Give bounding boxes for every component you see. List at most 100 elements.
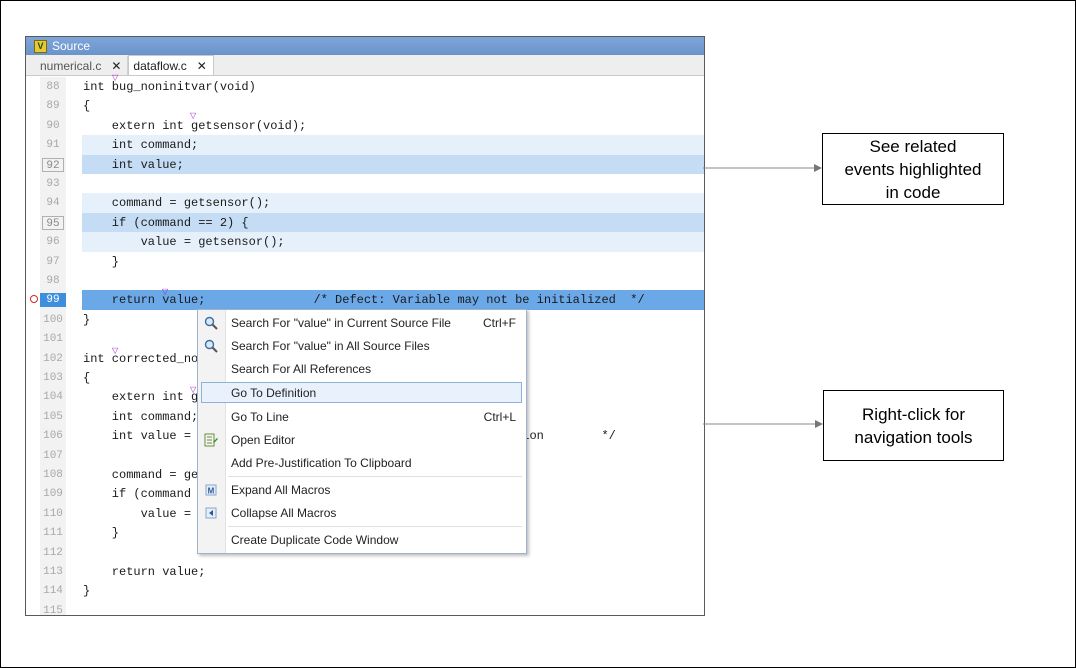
code-line[interactable]: 107	[26, 446, 704, 465]
line-number[interactable]: 94	[46, 197, 60, 210]
code-line[interactable]: 101	[26, 329, 704, 348]
code-line[interactable]: 93	[26, 174, 704, 193]
code-text[interactable]: int bug_noninitvar(void)	[83, 80, 256, 94]
code-text[interactable]: if (command	[83, 487, 192, 502]
code-line[interactable]: 95 if (command == 2) {	[26, 212, 704, 233]
code-text[interactable]: if (command == 2) {	[83, 215, 249, 230]
line-number[interactable]: 114	[43, 585, 63, 598]
line-number[interactable]: 96	[46, 236, 60, 249]
menu-item-search-all-references[interactable]: Search For All References	[198, 358, 526, 380]
callout-text-line: See related	[869, 136, 957, 156]
code-text[interactable]: }	[83, 254, 120, 269]
code-text[interactable]: extern int g	[83, 390, 199, 405]
menu-item-go-to-definition[interactable]: Go To Definition	[198, 382, 526, 404]
line-number[interactable]: 93	[46, 178, 60, 190]
code-line[interactable]: 90 extern int getsensor(void);	[26, 116, 704, 135]
line-number[interactable]: 108	[43, 469, 63, 481]
line-number[interactable]: 106	[43, 430, 63, 443]
menu-item-go-to-line[interactable]: Go To Line Ctrl+L	[198, 406, 526, 428]
code-line[interactable]: 104 extern int g	[26, 387, 704, 406]
code-line[interactable]: 103 {	[26, 368, 704, 387]
code-line[interactable]: 91 int command;	[26, 135, 704, 155]
line-number[interactable]: 91	[46, 139, 60, 152]
code-line[interactable]: 113 return value;	[26, 562, 704, 581]
code-line[interactable]: 88 int bug_noninitvar(void)	[26, 77, 704, 96]
tab-label: dataflow.c	[133, 58, 187, 73]
code-text[interactable]: {	[83, 371, 91, 385]
code-text[interactable]: command = ge	[83, 468, 199, 482]
line-number-current[interactable]: 99	[40, 293, 66, 308]
line-number[interactable]: 98	[46, 275, 60, 287]
line-number[interactable]: 89	[46, 100, 60, 113]
tab-numerical-c[interactable]: numerical.c ✕	[26, 56, 129, 75]
code-text[interactable]: }	[83, 584, 91, 599]
code-line[interactable]: 96 value = getsensor();	[26, 232, 704, 252]
line-number[interactable]: 111	[43, 527, 63, 540]
menu-separator	[228, 526, 522, 527]
menu-item-add-prejustification[interactable]: Add Pre-Justification To Clipboard	[198, 452, 526, 474]
code-line[interactable]: 115	[26, 601, 704, 616]
code-text[interactable]: int value;	[83, 157, 184, 172]
menu-item-expand-all-macros[interactable]: M Expand All Macros	[198, 479, 526, 501]
code-line[interactable]: 105 int command;	[26, 407, 704, 426]
code-text[interactable]: int command;	[83, 409, 199, 424]
matlab-polyspace-icon: V	[34, 39, 47, 53]
defect-marker-icon[interactable]	[30, 295, 38, 304]
line-number[interactable]: 107	[43, 449, 63, 462]
code-line[interactable]: 112	[26, 543, 704, 562]
line-number[interactable]: 110	[43, 507, 63, 520]
menu-item-create-duplicate-window[interactable]: Create Duplicate Code Window	[198, 529, 526, 551]
close-icon[interactable]: ✕	[111, 58, 122, 73]
code-text[interactable]: value =	[83, 506, 192, 521]
line-number[interactable]: 113	[43, 566, 63, 578]
callout-text-line: in code	[885, 182, 941, 202]
close-icon[interactable]: ✕	[196, 58, 207, 73]
line-number[interactable]: 103	[43, 372, 63, 384]
line-number[interactable]: 100	[43, 313, 63, 326]
event-highlight	[82, 135, 704, 155]
code-text[interactable]: return value;	[83, 565, 206, 579]
menu-item-search-all-files[interactable]: Search For "value" in All Source Files	[198, 335, 526, 357]
code-line[interactable]: 109 if (command	[26, 484, 704, 503]
code-line[interactable]: 102 int corrected_no	[26, 349, 704, 368]
code-line[interactable]: 97 }	[26, 252, 704, 271]
menu-item-label: Search For "value" in Current Source Fil…	[231, 316, 451, 330]
code-text[interactable]: value = getsensor();	[83, 235, 285, 250]
line-number-event[interactable]: 92	[42, 157, 64, 172]
code-text[interactable]: int corrected_no	[83, 351, 199, 366]
code-line[interactable]: 108 command = ge	[26, 465, 704, 484]
code-text[interactable]: }	[83, 526, 120, 541]
line-number[interactable]: 88	[46, 81, 60, 93]
code-line[interactable]: 92 int value;	[26, 154, 704, 174]
line-number[interactable]: 104	[43, 391, 63, 404]
code-line[interactable]: 98	[26, 271, 704, 290]
line-number[interactable]: 109	[43, 488, 63, 501]
line-number[interactable]: 101	[43, 333, 63, 346]
line-number[interactable]: 97	[46, 255, 60, 268]
code-text[interactable]: int command;	[83, 138, 199, 153]
line-number[interactable]: 102	[43, 352, 63, 365]
code-text[interactable]: return value; /* Defect: Variable may no…	[83, 293, 645, 308]
code-line[interactable]: 114 }	[26, 581, 704, 600]
code-text[interactable]: {	[83, 99, 91, 114]
code-text[interactable]: }	[83, 312, 91, 327]
code-line[interactable]: 110 value =	[26, 504, 704, 523]
menu-item-collapse-all-macros[interactable]: Collapse All Macros	[198, 502, 526, 524]
menu-item-open-editor[interactable]: Open Editor	[198, 429, 526, 451]
line-number[interactable]: 90	[46, 119, 60, 132]
event-triangle-icon: ▽	[190, 111, 197, 120]
line-number[interactable]: 115	[43, 604, 63, 616]
code-text[interactable]: command = getsensor();	[83, 196, 271, 211]
code-line[interactable]: 111 }	[26, 523, 704, 542]
line-number-event[interactable]: 95	[42, 215, 64, 230]
menu-item-search-current-file[interactable]: Search For "value" in Current Source Fil…	[198, 312, 526, 334]
code-line[interactable]: 94 command = getsensor();	[26, 193, 704, 213]
line-number[interactable]: 105	[43, 410, 63, 423]
code-line[interactable]: 100 }	[26, 310, 704, 329]
code-line-current[interactable]: 99 return value; /* Defect: Variable may…	[26, 290, 704, 310]
code-line[interactable]: 89 {	[26, 96, 704, 115]
code-editor[interactable]: 88 int bug_noninitvar(void) 89 { 90 exte…	[26, 74, 704, 616]
code-text[interactable]: extern int getsensor(void);	[83, 118, 307, 133]
line-number[interactable]: 112	[43, 546, 63, 559]
tab-dataflow-c[interactable]: dataflow.c ✕	[128, 55, 214, 75]
